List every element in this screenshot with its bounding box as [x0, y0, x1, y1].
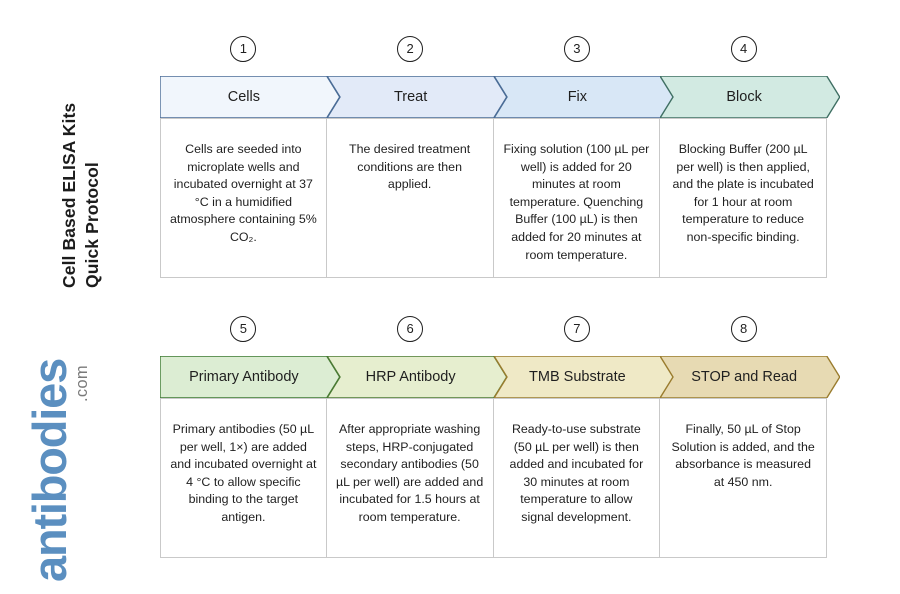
chevron-shape — [326, 76, 507, 118]
chevron-band: Primary Antibody HRP Antibody TMB Substrat… — [160, 356, 840, 398]
chevron-step-2[interactable]: Treat — [326, 76, 507, 118]
step-number-badge-1: 1 — [230, 36, 257, 62]
step-description-8: Finally, 50 µL of Stop Solution is added… — [660, 398, 827, 558]
chevron-shape — [493, 76, 674, 118]
description-row: Primary antibodies (50 µL per well, 1×) … — [160, 398, 827, 558]
chevron-step-8[interactable]: STOP and Read — [660, 356, 840, 398]
chevron-step-label-2: Treat — [393, 89, 428, 105]
antibodies-logo: antibodies .com — [18, 282, 158, 582]
chevron-step-label-7: TMB Substrate — [529, 369, 626, 385]
chevron-band: Cells Treat Fix Block — [160, 76, 840, 118]
page-title: Cell Based ELISA Kits Quick Protocol — [59, 102, 103, 288]
branding-column: Cell Based ELISA Kits Quick Protocol ant… — [0, 0, 158, 594]
step-description-7: Ready-to-use substrate (50 µL per well) … — [493, 398, 661, 558]
step-description-3: Fixing solution (100 µL per well) is add… — [493, 118, 661, 278]
chevron-step-label-6: HRP Antibody — [365, 369, 456, 385]
chevron-step-label-1: Cells — [227, 89, 260, 105]
chevron-step-1[interactable]: Cells — [160, 76, 340, 118]
chevron-step-label-4: Block — [726, 89, 762, 105]
logo-tld: .com — [73, 365, 91, 402]
step-number-badge-3: 3 — [563, 36, 590, 62]
step-description-2: The desired treatment conditions are the… — [326, 118, 494, 278]
chevron-step-6[interactable]: HRP Antibody — [326, 356, 507, 398]
chevron-shape — [660, 76, 840, 118]
chevron-step-3[interactable]: Fix — [493, 76, 674, 118]
step-number-badge-5: 5 — [230, 316, 257, 342]
step-description-4: Blocking Buffer (200 µL per well) is the… — [660, 118, 827, 278]
chevron-shape — [326, 356, 507, 398]
chevron-step-label-8: STOP and Read — [691, 369, 798, 385]
chevron-step-label-3: Fix — [567, 89, 588, 105]
chevron-step-7[interactable]: TMB Substrate — [493, 356, 674, 398]
step-description-1: Cells are seeded into microplate wells a… — [160, 118, 327, 278]
step-number-badge-7: 7 — [563, 316, 590, 342]
step-description-5: Primary antibodies (50 µL per well, 1×) … — [160, 398, 327, 558]
chevron-step-label-5: Primary Antibody — [189, 369, 299, 385]
chevron-step-4[interactable]: Block — [660, 76, 840, 118]
step-number-badge-6: 6 — [397, 316, 424, 342]
step-number-badge-2: 2 — [397, 36, 424, 62]
step-number-strip: 5 6 7 8 — [160, 312, 840, 346]
chevron-shape — [660, 356, 840, 398]
step-description-6: After appropriate washing steps, HRP-con… — [326, 398, 494, 558]
step-number-badge-4: 4 — [730, 36, 757, 62]
chevron-shape — [493, 356, 674, 398]
step-number-strip: 1 2 3 4 — [160, 32, 840, 66]
description-row: Cells are seeded into microplate wells a… — [160, 118, 827, 278]
chevron-step-5[interactable]: Primary Antibody — [160, 356, 340, 398]
logo-wordmark: antibodies — [23, 358, 76, 582]
step-number-badge-8: 8 — [730, 316, 757, 342]
